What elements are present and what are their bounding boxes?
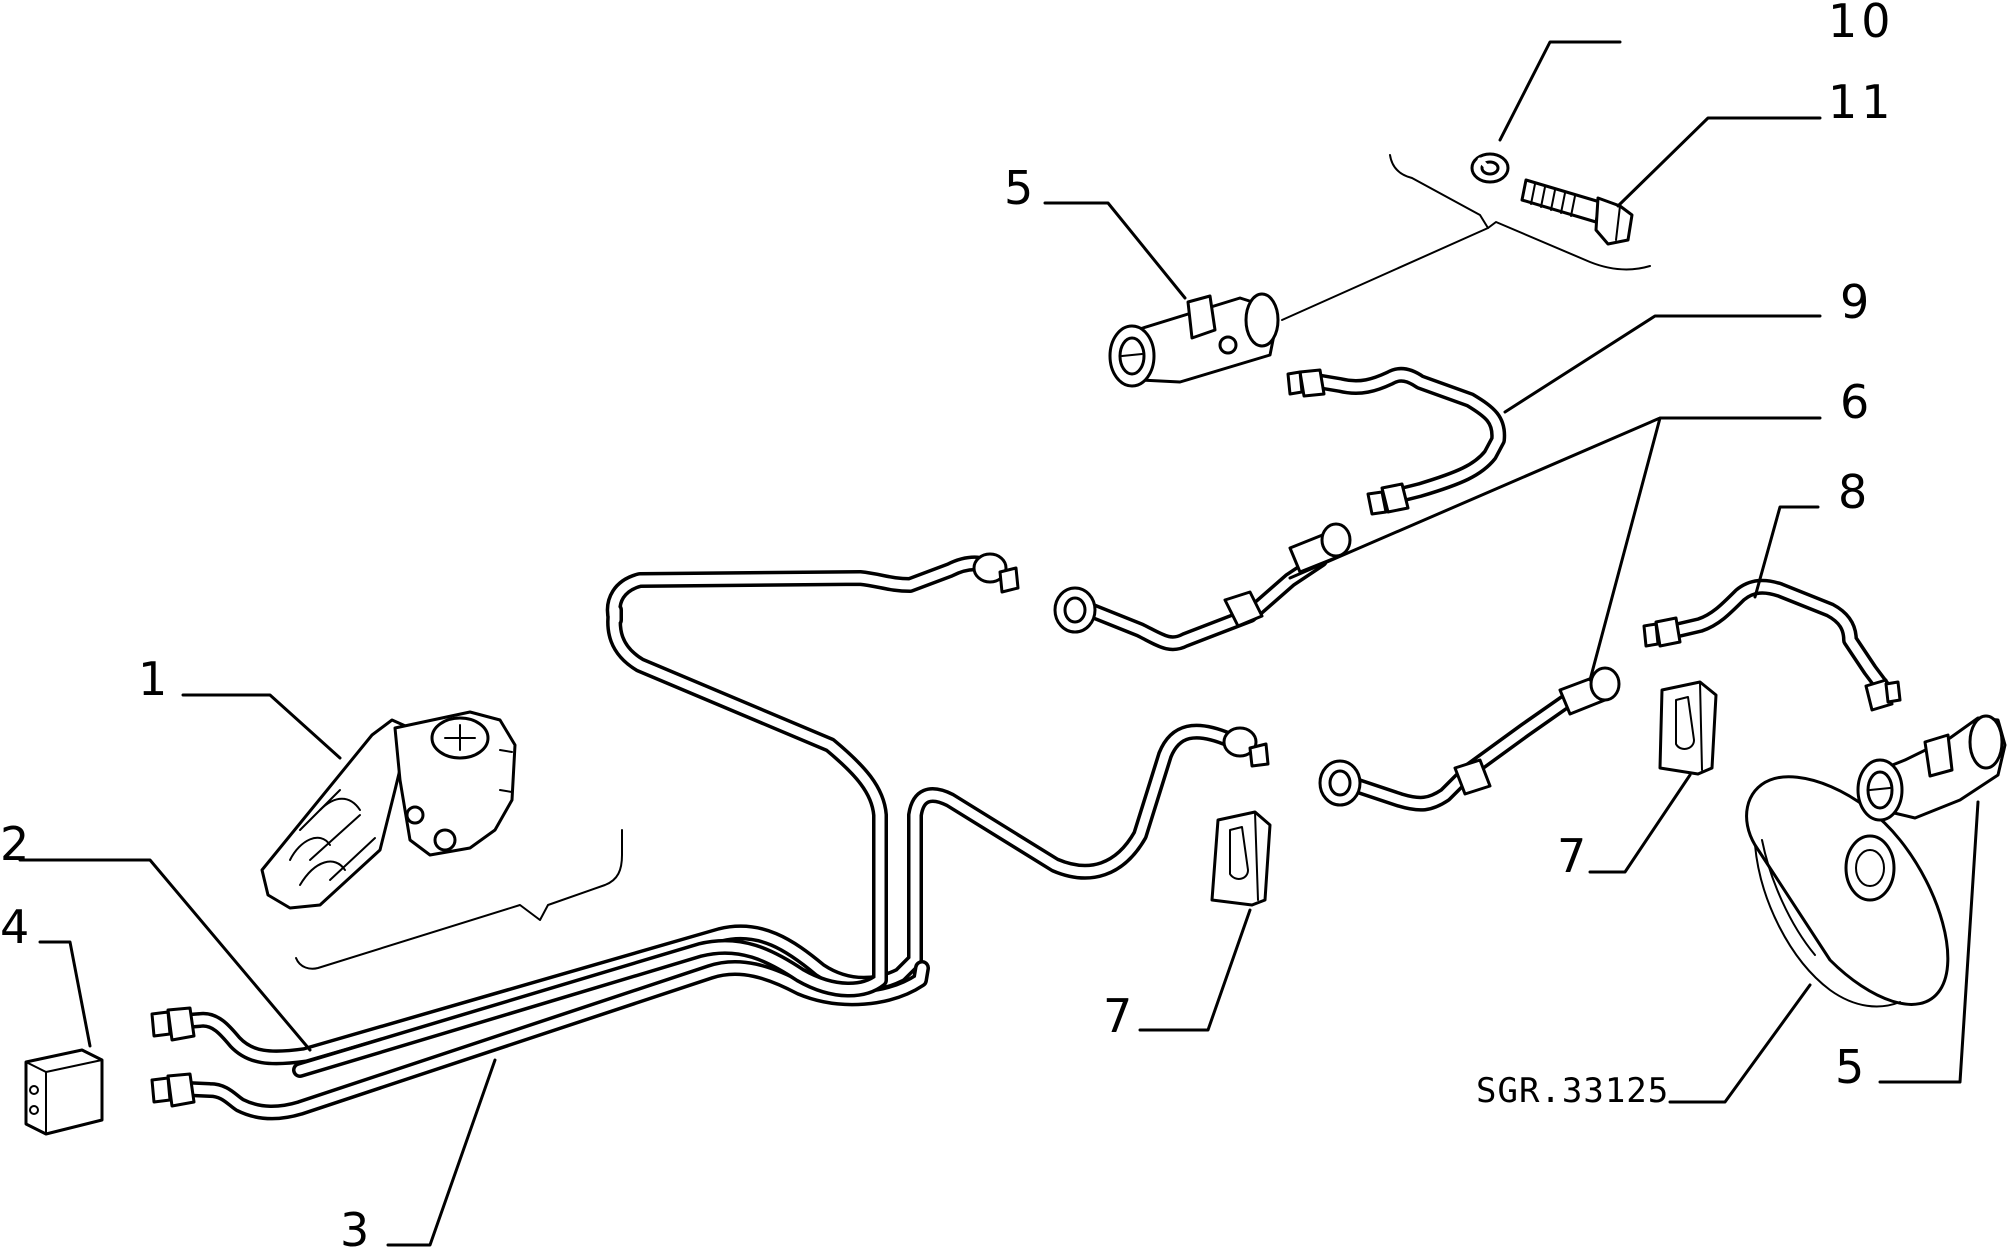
bracket-part-1-group (295, 829, 623, 970)
brake-drum (1745, 775, 1950, 1008)
callout-labels: 1 2 3 4 5 5 6 7 7 8 9 10 11 SGR.33125 (0, 0, 1895, 1248)
callout-1: 1 (138, 652, 171, 706)
callout-7-left: 7 (1103, 989, 1136, 1043)
part-4-block (24, 1048, 104, 1136)
part-9-brake-pipe (1286, 366, 1507, 516)
callout-11: 11 (1828, 75, 1895, 129)
callout-5-upper: 5 (1004, 161, 1037, 215)
part-7-clip-left (1210, 810, 1272, 907)
leader-lines (18, 40, 1980, 1247)
callout-4: 4 (0, 900, 33, 954)
part-11-bolt (1520, 178, 1634, 246)
pipe-bundle (152, 555, 1238, 1121)
callout-3: 3 (340, 1203, 373, 1248)
pipe-fittings-middle (972, 552, 1270, 768)
part-10-washer (1470, 152, 1510, 184)
part-1-regulator-valve (260, 710, 517, 910)
part-7-clip-right (1658, 680, 1718, 776)
part-5-wheel-cylinder-lower (1856, 714, 2007, 822)
callout-9: 9 (1840, 275, 1873, 329)
bracket-pointer-upper (1281, 227, 1489, 321)
callout-8: 8 (1838, 465, 1871, 519)
callout-6: 6 (1840, 375, 1873, 429)
pipe-fittings-left (150, 1006, 196, 1108)
part-8-brake-pipe (1642, 578, 1902, 712)
part-6-flexible-hose-upper (1053, 522, 1352, 652)
callout-5-lower: 5 (1835, 1040, 1868, 1094)
part-5-wheel-cylinder-upper (1108, 292, 1280, 388)
callout-7-right: 7 (1557, 829, 1590, 883)
callout-2: 2 (0, 817, 33, 871)
callout-10: 10 (1828, 0, 1895, 48)
drawing-code: SGR.33125 (1476, 1071, 1669, 1111)
part-6-flexible-hose-lower (1318, 666, 1621, 812)
